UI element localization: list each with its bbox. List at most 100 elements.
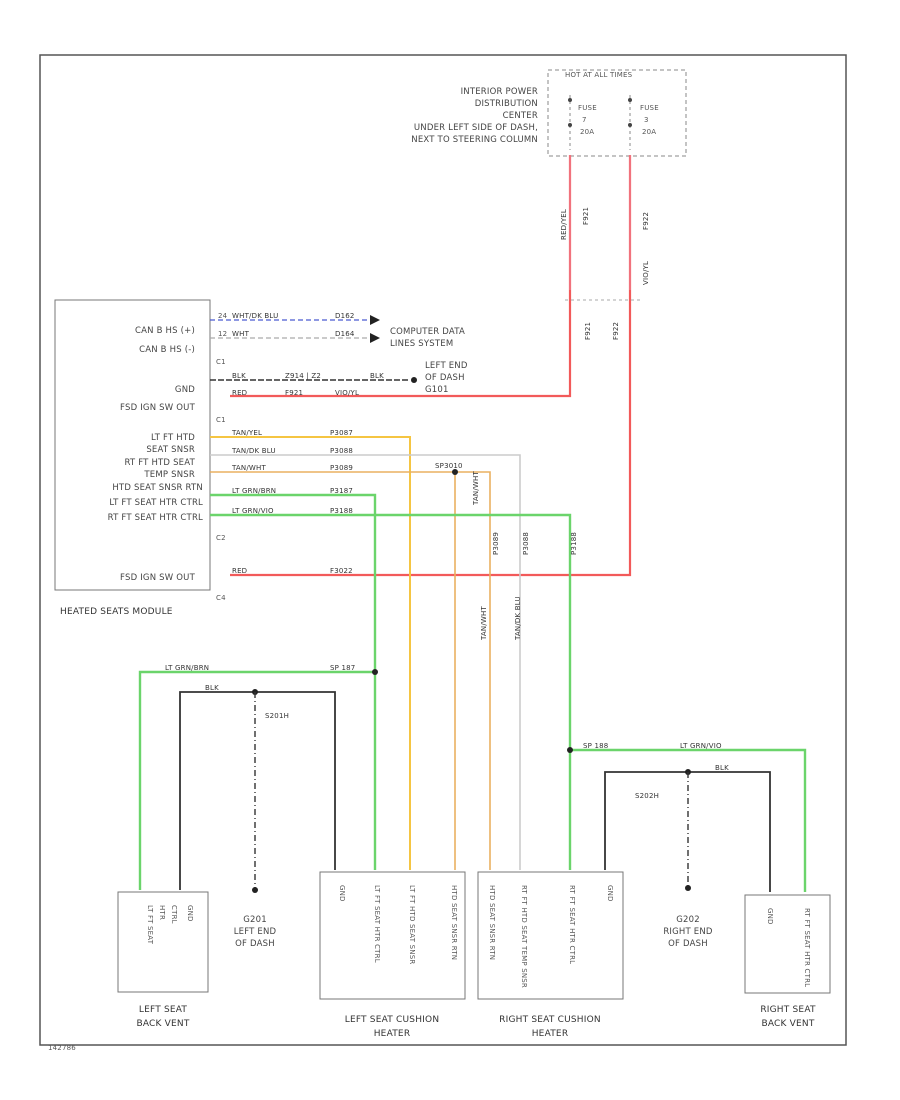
fuse-right-number: 3 — [644, 116, 649, 124]
fsd1-color: RED — [232, 389, 247, 397]
pin-can-lo: CAN B HS (-) — [139, 345, 195, 355]
g202-label-1: G202 — [676, 915, 700, 925]
lbv-gnd: GND — [186, 905, 194, 922]
lsc-pin-2: LT FT SEAT HTR CTRL — [373, 885, 381, 963]
rsc-caption-1: RIGHT SEAT CUSHION — [499, 1015, 601, 1025]
splice-rt-label: SP 188 — [583, 742, 608, 750]
pin-fsd-ign-1: FSD IGN SW OUT — [120, 403, 196, 413]
rsc-pin-1: HTD SEAT SNSR RTN — [488, 885, 496, 960]
rbv-caption-1: RIGHT SEAT — [760, 1005, 816, 1015]
fsd2-color: RED — [232, 567, 247, 575]
rsc-caption-2: HEATER — [532, 1029, 569, 1039]
wire-rtn — [210, 471, 491, 870]
fsd1-code: F921 — [285, 389, 303, 397]
gnd-color: BLK — [232, 372, 246, 380]
lt-snsr-code: P3087 — [330, 429, 353, 437]
can-hi-code: D162 — [335, 312, 355, 320]
g201-label-1: G201 — [243, 915, 267, 925]
g202-terminal — [685, 885, 691, 891]
fuse3-wire-code: F922 — [642, 212, 650, 230]
lbv-caption-2: BACK VENT — [136, 1019, 189, 1029]
wire-fuse7-red — [230, 155, 572, 398]
g201-terminal — [252, 887, 258, 893]
fuse-left-rating: 20A — [580, 128, 594, 136]
fuse-box-outline — [547, 69, 687, 157]
fsd1-stripe: VIO/YL — [335, 389, 359, 397]
location-line-4: UNDER LEFT SIDE OF DASH, — [414, 123, 538, 133]
rbv-pin-2: RT FT SEAT HTR CTRL — [803, 908, 811, 987]
splice-sp3010 — [452, 469, 458, 475]
rt-snsr-code: P3088 — [330, 447, 353, 455]
lt-grn-vio-label: LT GRN/VIO — [680, 742, 722, 750]
fuse-box: HOT AT ALL TIMES FUSE 7 20A FUSE 3 20A — [547, 69, 687, 157]
splice-sp188 — [567, 747, 573, 753]
lt-snsr-color: TAN/YEL — [231, 429, 262, 437]
connector-c1b: C1 — [216, 416, 226, 424]
lsc-caption-1: LEFT SEAT CUSHION — [345, 1015, 440, 1025]
rsc-box — [477, 871, 624, 1000]
pin-temp-snsr: TEMP SNSR — [143, 470, 195, 480]
connector-c4: C4 — [216, 594, 226, 602]
vert-label-2: TAN/WHT — [480, 605, 488, 641]
gnd-color-2: BLK — [370, 372, 384, 380]
lt-ctrl-color: LT GRN/BRN — [232, 487, 276, 495]
vert-label-5: P3088 — [522, 532, 530, 555]
pin-num-24: 24 — [218, 312, 228, 320]
wire-lt-blk — [179, 691, 336, 890]
g201-label-2: LEFT END — [234, 927, 277, 937]
location-line-2: DISTRIBUTION — [475, 99, 538, 109]
rt-blk-label: BLK — [715, 764, 729, 772]
module-caption: HEATED SEATS MODULE — [60, 607, 173, 617]
location-line-3: CENTER — [503, 111, 538, 121]
right-seat-back-vent: GND RT FT SEAT HTR CTRL RIGHT SEAT BACK … — [744, 894, 831, 1029]
pin-rt-ft-htd-seat: RT FT HTD SEAT — [124, 458, 195, 468]
fuse7-wire-color: RED/YEL — [560, 209, 568, 240]
fsd2-code: F3022 — [330, 567, 353, 575]
fuse7-wire-code-2: F921 — [584, 322, 592, 340]
figure-id: 142786 — [48, 1044, 76, 1052]
wire-rt-snsr — [210, 454, 521, 870]
heated-seats-module: CAN B HS (+) CAN B HS (-) C1 GND FSD IGN… — [54, 299, 226, 617]
vert-label-1: TAN/WHT — [472, 470, 480, 506]
pin-htd-seat-snsr-rtn: HTD SEAT SNSR RTN — [112, 483, 203, 493]
s201-label: S201H — [265, 712, 289, 720]
rbv-caption-2: BACK VENT — [761, 1019, 814, 1029]
vert-label-3: TAN/DK BLU — [514, 596, 522, 641]
rt-ctrl-color: LT GRN/VIO — [232, 507, 274, 515]
rsc-pin-2: RT FT HTD SEAT TEMP SNSR — [520, 885, 528, 988]
location-line-5: NEXT TO STEERING COLUMN — [411, 135, 538, 145]
g201-label-3: OF DASH — [235, 939, 275, 949]
wire-lt-ctrl — [210, 493, 377, 870]
lt-grn-brn-label: LT GRN/BRN — [165, 664, 209, 672]
fuse3-wire-color: VIO/YL — [642, 261, 650, 285]
fuse3-wire-code-2: F922 — [612, 322, 620, 340]
rsc-pin-4: GND — [606, 885, 614, 902]
lbv-caption-1: LEFT SEAT — [139, 1005, 188, 1015]
diagram-frame — [39, 54, 847, 1046]
pin-can-hi: CAN B HS (+) — [135, 326, 195, 336]
lt-ctrl-code: P3187 — [330, 487, 353, 495]
vert-label-4: P3089 — [492, 532, 500, 555]
pin-gnd: GND — [175, 385, 195, 395]
lsc-caption-2: HEATER — [374, 1029, 411, 1039]
lsc-pin-3: LT FT HTD SEAT SNSR — [408, 885, 416, 964]
pin-fsd-ign-2: FSD IGN SW OUT — [120, 573, 196, 583]
splice-top-label: SP3010 — [435, 462, 463, 470]
connector-c1a: C1 — [216, 358, 226, 366]
location-line-1: INTERIOR POWER — [461, 87, 538, 97]
rt-ctrl-code: P3188 — [330, 507, 353, 515]
lsc-pin-4: HTD SEAT SNSR RTN — [450, 885, 458, 960]
wire-lt-grn-vio — [570, 748, 807, 892]
module-box — [54, 299, 211, 591]
splice-lt-label: SP 187 — [330, 664, 355, 672]
lsc-pin-1: GND — [338, 885, 346, 902]
can-hi-arrow — [370, 315, 380, 325]
pin-rt-ft-seat-htr-ctrl: RT FT SEAT HTR CTRL — [108, 513, 203, 523]
can-hi-color: WHT/DK BLU — [232, 312, 279, 320]
can-lo-arrow — [370, 333, 380, 343]
rbv-pin-1: GND — [766, 908, 774, 925]
lbv-pin-3: CTRL — [170, 905, 178, 924]
computer-data-2: LINES SYSTEM — [390, 339, 453, 349]
wire-lt-grn-brn — [138, 670, 375, 890]
pin-seat-snsr: SEAT SNSR — [146, 445, 195, 455]
